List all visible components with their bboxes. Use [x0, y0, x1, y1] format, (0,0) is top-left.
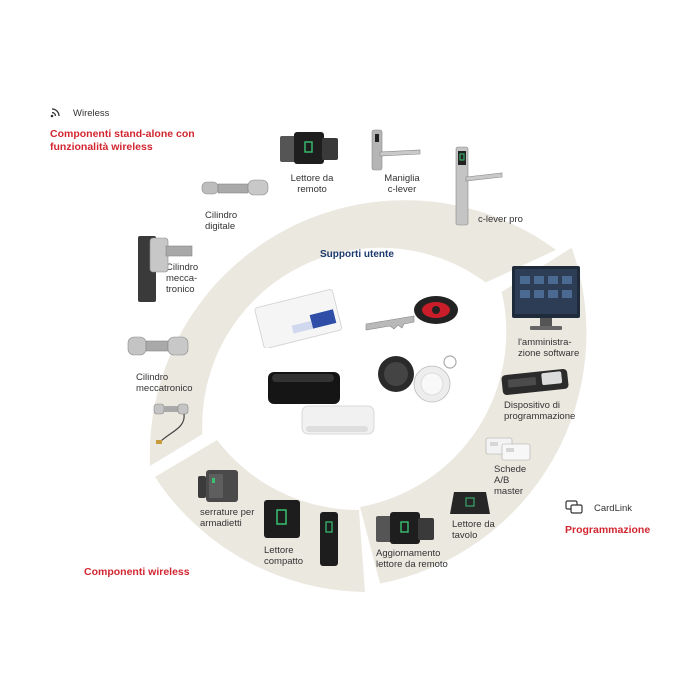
clever-handle-device — [371, 129, 421, 171]
label-remote-reader-top: Lettore da remoto — [290, 173, 334, 195]
update-reader-device — [376, 512, 434, 544]
white-fob-device — [301, 405, 375, 435]
compact-reader-device — [264, 500, 300, 538]
legend-wireless-label: Wireless — [73, 108, 110, 119]
label-cabinet-lock: serrature per armadietti — [200, 507, 255, 529]
label-desktop-reader: Lettore da tavolo — [452, 519, 495, 541]
group-title-programming: Programmazione — [565, 524, 651, 536]
label-clever-pro: c-lever pro — [478, 214, 523, 225]
mechatronic-cylinder-b-device — [127, 336, 189, 356]
cabled-cylinder-device — [153, 403, 189, 444]
mechatronic-cylinder-a-device — [138, 236, 193, 302]
digital-cylinder-device — [201, 179, 269, 196]
slim-reader-device — [320, 512, 338, 566]
label-update-reader: Aggiornamento lettore da remoto — [376, 548, 448, 570]
key-device — [365, 296, 458, 331]
legend-cardlink-label: CardLink — [594, 503, 633, 514]
label-compact-reader: Lettore compatto — [264, 545, 304, 567]
monitor-device — [512, 266, 580, 330]
ring-segment-programming — [360, 247, 587, 584]
group-title-standalone: Componenti stand-alone con funzionalità … — [50, 128, 195, 153]
remote-reader-device — [280, 132, 338, 164]
clever-pro-device — [455, 146, 503, 226]
ring-segment-standalone — [149, 200, 557, 467]
label-master-cards: Schede A/B master — [494, 464, 527, 497]
label-mechatronic-cylinder-b: Cilindro meccatronico — [136, 372, 193, 394]
label-admin-software: l'amministra-zione software — [518, 337, 580, 359]
wireless-icon — [50, 108, 60, 118]
label-handle: Maniglia c-lever — [384, 173, 420, 195]
master-cards-device — [485, 437, 531, 461]
tag-pendants-device — [378, 355, 457, 403]
desktop-reader-device — [450, 492, 490, 514]
cabinet-lock-device — [198, 470, 238, 502]
user-card-device — [254, 289, 342, 348]
label-digital-cylinder: Cilindro digitale — [205, 210, 238, 232]
black-fob-device — [268, 372, 340, 404]
cardlink-icon — [565, 500, 583, 514]
group-title-wireless-components: Componenti wireless — [84, 566, 190, 578]
group-title-user-media: Supporti utente — [320, 249, 394, 260]
label-programming-device: Dispositivo di programmazione — [504, 400, 576, 422]
label-mechatronic-cylinder-a: Cilindro mecca-tronico — [166, 262, 199, 295]
programming-device — [501, 369, 569, 395]
